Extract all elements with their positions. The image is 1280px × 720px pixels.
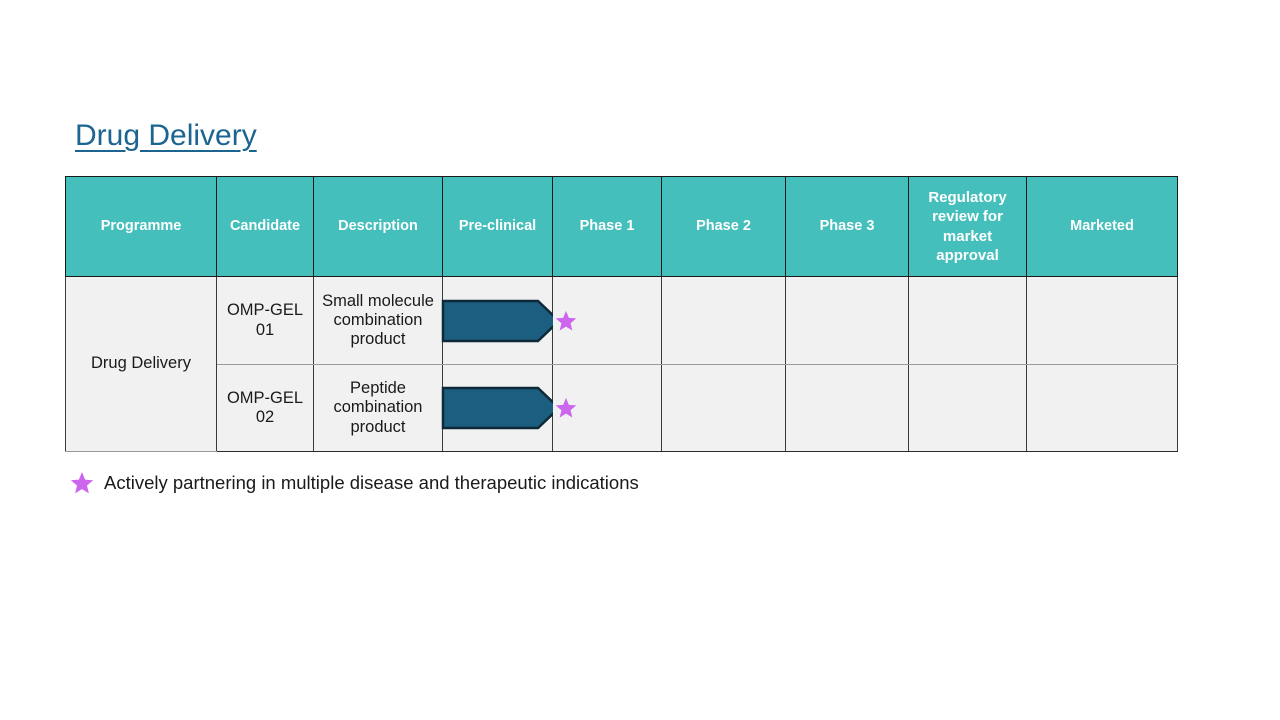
pipeline-table: Programme Candidate Description Pre-clin… (65, 176, 1178, 452)
table-header: Programme Candidate Description Pre-clin… (65, 176, 1178, 277)
column-header-phase1: Phase 1 (552, 176, 662, 277)
cell-candidate: OMP-GEL 01 (216, 276, 314, 365)
progress-arrow-icon (441, 299, 561, 343)
cell-regulatory-stage (908, 276, 1027, 365)
cell-preclinical-stage (441, 276, 561, 365)
star-icon (555, 310, 577, 332)
legend-text: Actively partnering in multiple disease … (104, 471, 639, 493)
column-header-programme: Programme (65, 176, 217, 277)
cell-phase2-stage (661, 364, 786, 452)
cell-regulatory-stage (908, 364, 1027, 452)
cell-marketed-stage (1026, 364, 1178, 452)
cell-candidate: OMP-GEL 02 (216, 364, 314, 452)
cell-description: Peptide combination product (313, 364, 443, 452)
column-header-preclinical: Pre-clinical (442, 176, 553, 277)
column-header-phase2: Phase 2 (661, 176, 786, 277)
cell-phase1-stage (552, 276, 662, 365)
column-header-candidate: Candidate (216, 176, 314, 277)
cell-preclinical-stage (441, 364, 561, 452)
star-icon (70, 471, 94, 495)
cell-marketed-stage (1026, 276, 1178, 365)
column-header-marketed: Marketed (1026, 176, 1178, 277)
column-header-description: Description (313, 176, 443, 277)
table-body: Drug Delivery OMP-GEL 01 Small molecule … (65, 276, 1178, 452)
cell-phase2-stage (661, 276, 786, 365)
cell-programme-group: Drug Delivery (65, 276, 217, 452)
legend-footnote: Actively partnering in multiple disease … (70, 471, 639, 495)
progress-arrow-icon (441, 386, 561, 430)
cell-phase3-stage (785, 364, 909, 452)
table-row: Drug Delivery OMP-GEL 01 Small molecule … (65, 276, 1178, 452)
table-row: OMP-GEL 02 Peptide combination product (66, 364, 1178, 452)
cell-description: Small molecule combination product (313, 276, 443, 365)
cell-phase3-stage (785, 276, 909, 365)
column-header-regulatory: Regulatory review for market approval (908, 176, 1027, 277)
star-icon (555, 397, 577, 419)
page-title: Drug Delivery (75, 119, 257, 152)
cell-phase1-stage (552, 364, 662, 452)
column-header-phase3: Phase 3 (785, 176, 909, 277)
table-header-row: Programme Candidate Description Pre-clin… (65, 176, 1178, 277)
